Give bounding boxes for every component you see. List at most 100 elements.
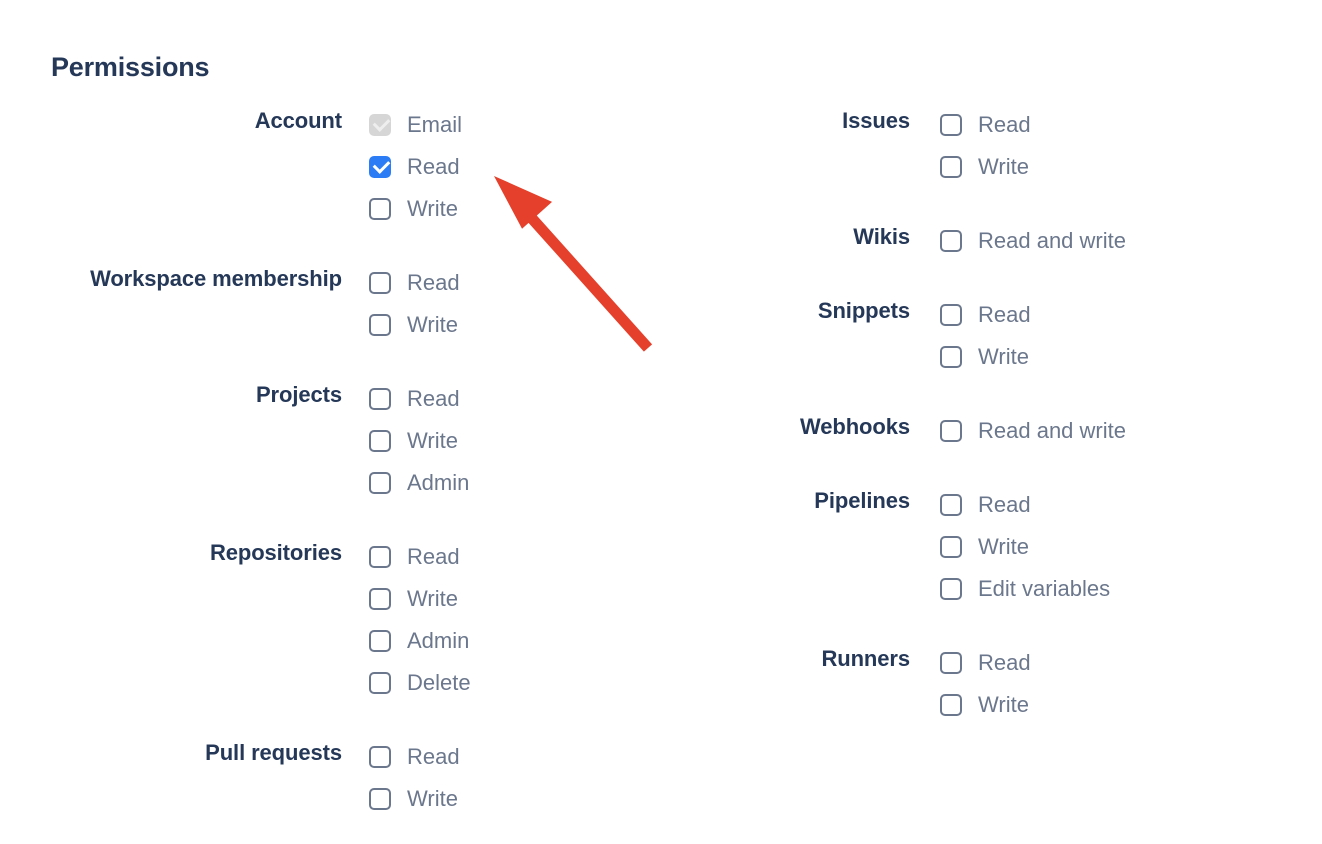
- permission-group-label: Wikis: [853, 224, 910, 249]
- checkbox-admin[interactable]: [369, 472, 391, 494]
- permission-option-row[interactable]: Read: [369, 146, 462, 188]
- permission-option-label: Admin: [407, 470, 470, 495]
- checkbox-read[interactable]: [369, 156, 391, 178]
- permission-option-label: Read: [978, 302, 1031, 327]
- permission-group: Webhooks Read and write: [610, 410, 1250, 452]
- permission-option-row[interactable]: Read: [940, 294, 1031, 336]
- permission-option-row[interactable]: Read: [369, 736, 460, 778]
- permission-option-row[interactable]: Delete: [369, 662, 471, 704]
- permission-option-label: Admin: [407, 628, 470, 653]
- permission-option-label: Edit variables: [978, 576, 1111, 601]
- permission-option-label: Read: [978, 492, 1031, 517]
- checkbox-read[interactable]: [369, 272, 391, 294]
- permission-option-row[interactable]: Read: [940, 484, 1110, 526]
- checkbox-write[interactable]: [369, 588, 391, 610]
- permission-option-label: Read: [407, 744, 460, 769]
- permission-option-row[interactable]: Write: [369, 578, 471, 620]
- permission-option-row[interactable]: Write: [940, 684, 1031, 726]
- checkbox-write[interactable]: [940, 156, 962, 178]
- permission-option-row[interactable]: Write: [940, 526, 1110, 568]
- permission-option-label: Read: [978, 112, 1031, 137]
- checkbox-read[interactable]: [940, 304, 962, 326]
- checkbox-read-and-write[interactable]: [940, 420, 962, 442]
- checkbox-read[interactable]: [369, 388, 391, 410]
- permission-option-row[interactable]: Read: [369, 536, 471, 578]
- permission-option-label: Read: [407, 386, 460, 411]
- checkbox-read[interactable]: [940, 652, 962, 674]
- permission-option-row[interactable]: Read: [940, 642, 1031, 684]
- permission-option-row[interactable]: Write: [369, 304, 460, 346]
- checkbox-write[interactable]: [369, 430, 391, 452]
- permission-group: Wikis Read and write: [610, 220, 1250, 262]
- permission-option-label: Read: [978, 650, 1031, 675]
- permission-option-label: Read and write: [978, 228, 1126, 253]
- permission-option-row[interactable]: Email: [369, 104, 462, 146]
- permission-group-label: Webhooks: [799, 414, 910, 439]
- checkbox-read[interactable]: [369, 746, 391, 768]
- permission-option-row[interactable]: Read: [369, 378, 469, 420]
- page-title: Permissions: [51, 52, 210, 82]
- checkbox-delete[interactable]: [369, 672, 391, 694]
- permission-option-row[interactable]: Admin: [369, 462, 469, 504]
- permission-option-label: Write: [407, 312, 458, 337]
- checkbox-read-and-write[interactable]: [940, 230, 962, 252]
- checkbox-edit-variables[interactable]: [940, 578, 962, 600]
- checkbox-read[interactable]: [369, 546, 391, 568]
- permission-group-label: Issues: [842, 108, 910, 133]
- permission-option-row[interactable]: Admin: [369, 620, 471, 662]
- permission-option-row[interactable]: Read and write: [940, 410, 1126, 452]
- permission-option-row[interactable]: Read: [940, 104, 1031, 146]
- permission-option-row[interactable]: Read and write: [940, 220, 1126, 262]
- checkbox-write[interactable]: [369, 314, 391, 336]
- permission-option-row[interactable]: Write: [369, 188, 462, 230]
- checkbox-write[interactable]: [369, 788, 391, 810]
- permission-option-label: Read: [407, 154, 460, 179]
- permission-option-label: Email: [407, 112, 463, 137]
- permission-group-label: Snippets: [817, 298, 910, 323]
- permission-group-label: Repositories: [209, 540, 342, 565]
- permission-option-label: Write: [978, 534, 1029, 559]
- permission-option-list: Read and write: [910, 410, 1126, 452]
- checkbox-read[interactable]: [940, 494, 962, 516]
- permission-option-label: Write: [978, 692, 1029, 717]
- permission-option-label: Read: [407, 270, 460, 295]
- permission-option-row[interactable]: Write: [369, 420, 469, 462]
- permission-option-row[interactable]: Write: [369, 778, 460, 820]
- checkbox-write[interactable]: [940, 694, 962, 716]
- permission-option-row[interactable]: Edit variables: [940, 568, 1110, 610]
- permission-group-label: Projects: [255, 382, 342, 407]
- permission-option-label: Write: [407, 196, 458, 221]
- permission-option-label: Write: [407, 428, 458, 453]
- permission-option-label: Write: [407, 586, 458, 611]
- checkbox-admin[interactable]: [369, 630, 391, 652]
- permission-group-label: Runners: [821, 646, 910, 671]
- checkbox-write[interactable]: [940, 346, 962, 368]
- permission-option-row[interactable]: Write: [940, 336, 1031, 378]
- permission-option-row[interactable]: Read: [369, 262, 460, 304]
- check-icon: [372, 114, 391, 132]
- permission-option-list: Read and write: [910, 220, 1126, 262]
- checkbox-write[interactable]: [369, 198, 391, 220]
- checkbox-read[interactable]: [940, 114, 962, 136]
- permission-option-label: Read and write: [978, 418, 1126, 443]
- permission-option-row[interactable]: Write: [940, 146, 1031, 188]
- permission-group-label: Account: [254, 108, 342, 133]
- checkbox-write[interactable]: [940, 536, 962, 558]
- permission-option-label: Read: [407, 544, 460, 569]
